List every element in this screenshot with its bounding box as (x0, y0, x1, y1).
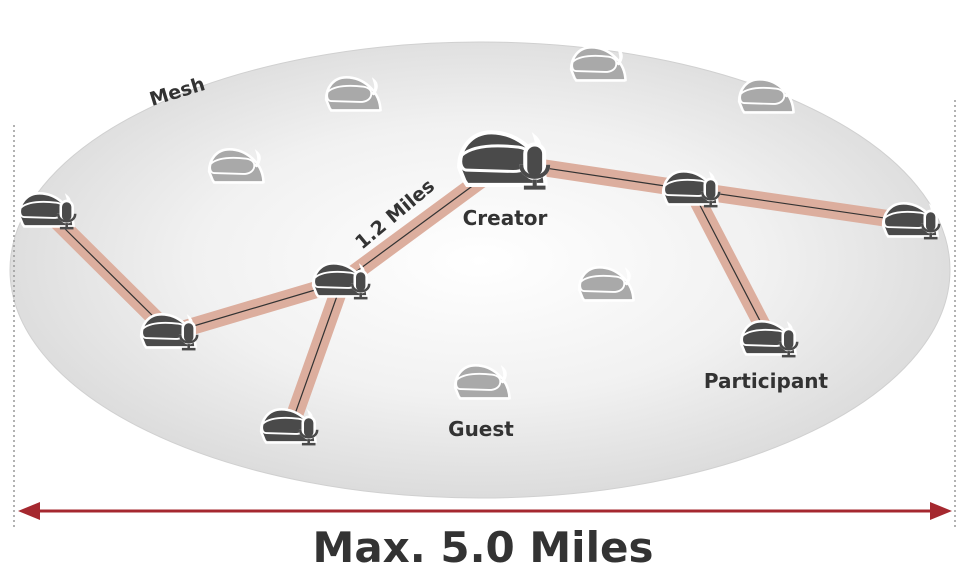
link-line-mid-bottom (289, 281, 343, 429)
helmet-with-mic-icon (661, 170, 719, 206)
helmet-with-mic-icon (17, 192, 75, 228)
range-caption: Max. 5.0 Miles (313, 523, 654, 570)
helmet-with-mic-icon (139, 313, 197, 349)
range-arrow-right-head (930, 502, 952, 520)
helmet-icon (737, 78, 795, 115)
helmet-with-mic-icon (881, 202, 939, 238)
range-arrow-left-head (18, 502, 40, 520)
link-line-low1-mid (169, 281, 343, 334)
creator-label: Creator (463, 206, 548, 230)
helmet-with-mic-icon (259, 408, 317, 444)
link-line-right1-rightEnd (691, 189, 913, 223)
link-line-left-low1 (47, 211, 171, 334)
double-arrow-icon (18, 502, 952, 520)
mesh-links (42, 153, 914, 431)
participant-label: Participant (704, 369, 829, 393)
helmet-with-mic-icon (739, 320, 797, 356)
link-line-right1-participant (691, 189, 771, 341)
guest-label: Guest (448, 417, 514, 441)
helmet-with-mic-icon (459, 132, 548, 187)
helmet-with-mic-icon (311, 262, 369, 298)
